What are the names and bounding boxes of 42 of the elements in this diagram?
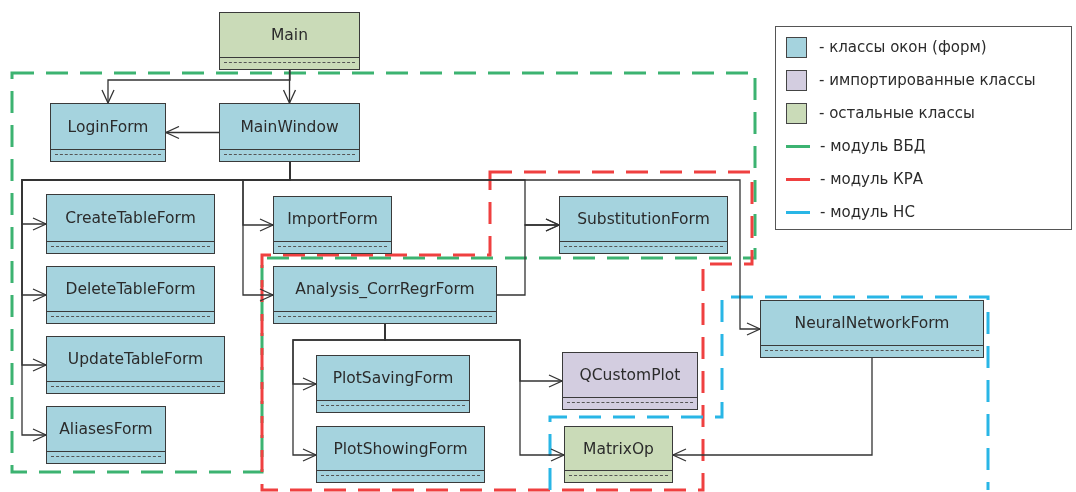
class-name: DeleteTableForm <box>65 280 196 298</box>
class-name: ImportForm <box>287 210 378 228</box>
class-box <box>50 103 166 162</box>
legend-text: - модуль КРА <box>820 170 924 188</box>
class-box <box>760 300 984 358</box>
class-box <box>273 196 392 254</box>
arrow <box>101 69 291 104</box>
legend-text: - модуль НС <box>820 203 915 221</box>
class-box <box>219 103 360 162</box>
class-name: Main <box>271 26 308 44</box>
arrow <box>672 357 873 462</box>
class-name: CreateTableForm <box>65 209 196 227</box>
class-box <box>316 355 470 413</box>
class-name: NeuralNetworkForm <box>794 314 950 332</box>
class-name: SubstitutionForm <box>577 210 710 228</box>
class-box <box>273 266 497 324</box>
class-box <box>46 194 215 254</box>
class-box <box>562 352 698 410</box>
arrow <box>165 125 220 140</box>
class-name: UpdateTableForm <box>67 350 204 368</box>
class-name: PlotShowingForm <box>333 439 468 458</box>
arrow <box>496 218 560 296</box>
class-name: AliasesForm <box>59 420 153 438</box>
legend-text: - импортированные классы <box>819 71 1036 89</box>
class-box <box>46 266 215 324</box>
arrow <box>282 69 297 104</box>
legend-text: - модуль ВБД <box>820 137 926 155</box>
class-box <box>46 336 225 394</box>
legend-text: - классы окон (форм) <box>819 38 987 56</box>
class-name: QCustomPlot <box>579 366 681 384</box>
class-box <box>559 196 728 254</box>
class-name: MatrixOp <box>583 439 654 458</box>
legend-text: - остальные классы <box>819 104 975 122</box>
class-name: PlotSavingForm <box>332 369 454 387</box>
class-name: MainWindow <box>240 117 339 136</box>
class-name: Analysis_CorrRegrForm <box>295 280 475 298</box>
class-box <box>46 406 166 464</box>
class-name: LoginForm <box>67 117 149 136</box>
class-box <box>316 426 485 483</box>
arrow <box>384 323 565 462</box>
class-box <box>219 12 360 70</box>
class-box <box>564 426 673 483</box>
